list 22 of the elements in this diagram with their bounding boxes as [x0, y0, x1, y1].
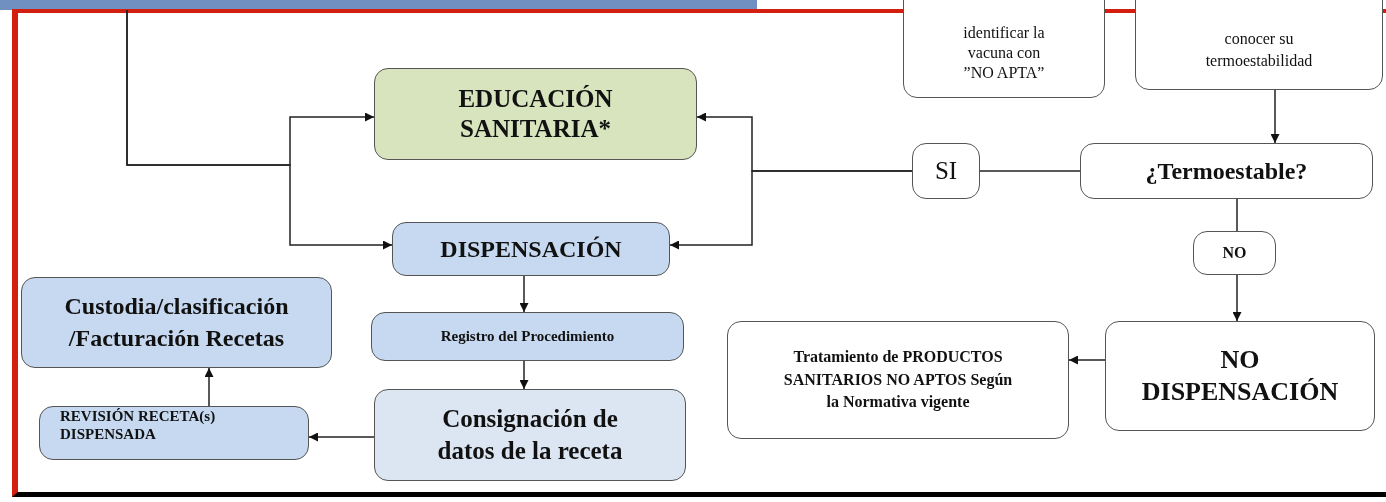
process-box: Tratamiento de PRODUCTOS SANITARIOS NO APTOS Según la Normativa vigente: [727, 321, 1069, 439]
decision-box: ¿Termoestable?: [1080, 143, 1373, 199]
process-box: NO DISPENSACIÓN: [1105, 321, 1375, 431]
arrow: [519, 360, 529, 390]
process-box: Registro del Procedimiento: [371, 312, 684, 361]
answer-box: NO: [1193, 231, 1276, 275]
arrow: [126, 9, 393, 250]
process-box: conocer su termoestabilidad: [1135, 0, 1383, 90]
process-box: DISPENSACIÓN: [392, 222, 670, 276]
answer-box: SI: [912, 143, 980, 199]
process-box: Consignación de datos de la receta: [374, 389, 686, 481]
arrow: [519, 275, 529, 313]
process-box: EDUCACIÓN SANITARIA*: [374, 68, 697, 160]
arrow: [669, 170, 913, 250]
arrow: [1270, 89, 1280, 144]
arrow: [1068, 355, 1106, 365]
process-box: identificar la vacuna con ”NO APTA”: [903, 0, 1105, 98]
arrow: [204, 367, 214, 407]
process-box: REVISIÓN RECETA(s) DISPENSADA: [39, 406, 309, 460]
process-box: Custodia/clasificación /Facturación Recetas: [21, 277, 332, 368]
arrow: [1232, 274, 1242, 322]
arrow: [308, 432, 375, 442]
